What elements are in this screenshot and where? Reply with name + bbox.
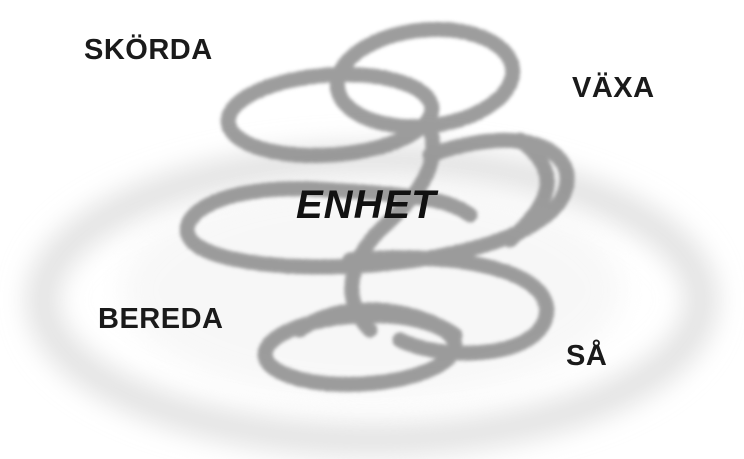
label-sa: SÅ	[566, 340, 607, 373]
label-vaxa: VÄXA	[572, 72, 655, 105]
label-enhet: ENHET	[296, 183, 437, 228]
label-bereda: BEREDA	[98, 303, 223, 336]
label-skorda: SKÖRDA	[84, 34, 213, 67]
